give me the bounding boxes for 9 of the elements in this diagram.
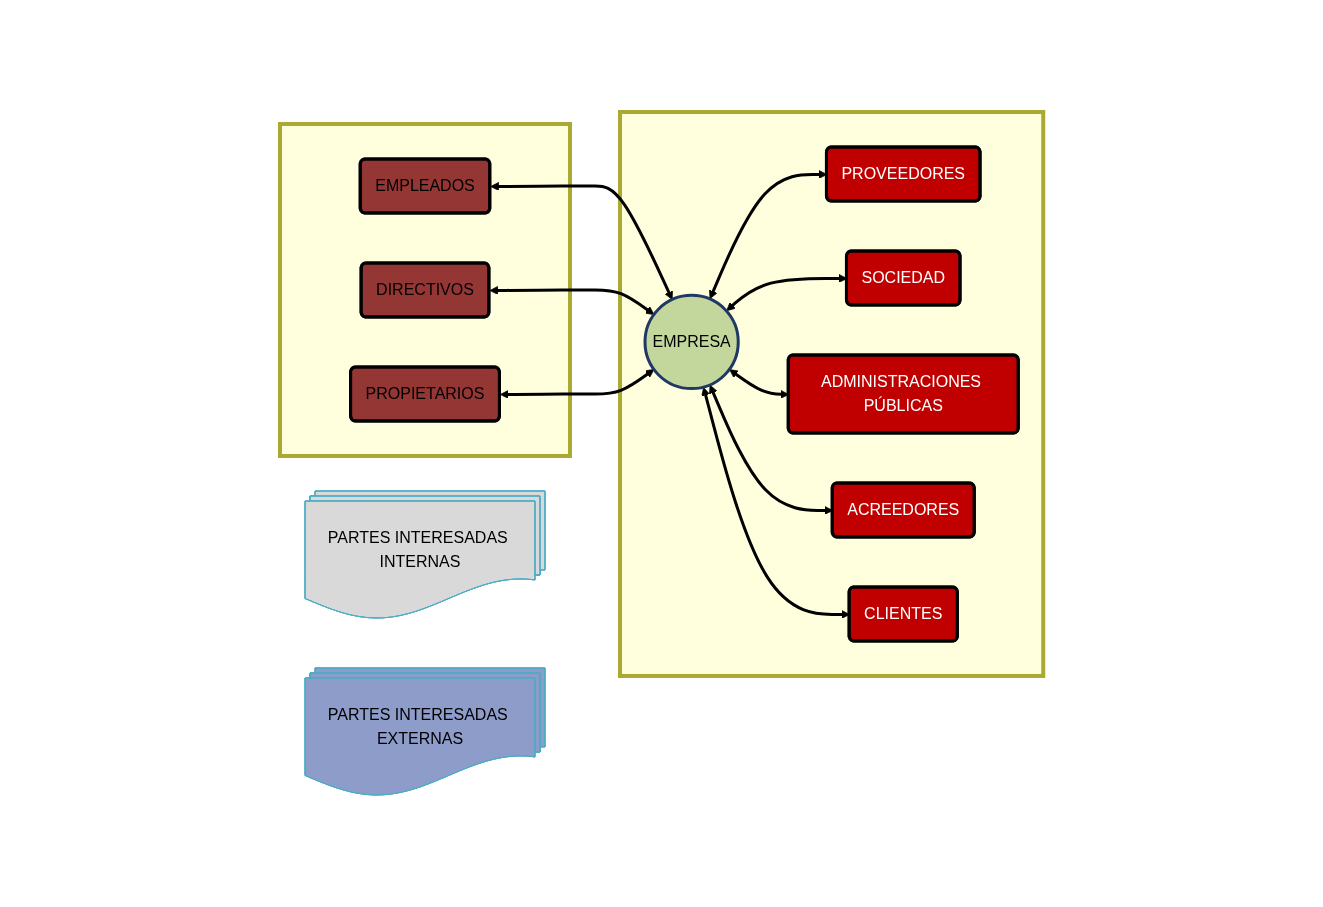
- arrow: [709, 384, 833, 515]
- arrow: [729, 369, 789, 399]
- cluster: [277, 122, 572, 458]
- arrow: [489, 286, 655, 315]
- arrow: [499, 369, 655, 399]
- arrow: [701, 387, 850, 619]
- arrow: [490, 182, 673, 301]
- cluster: [617, 110, 1046, 678]
- node-circle: EMPRESA: [643, 293, 740, 391]
